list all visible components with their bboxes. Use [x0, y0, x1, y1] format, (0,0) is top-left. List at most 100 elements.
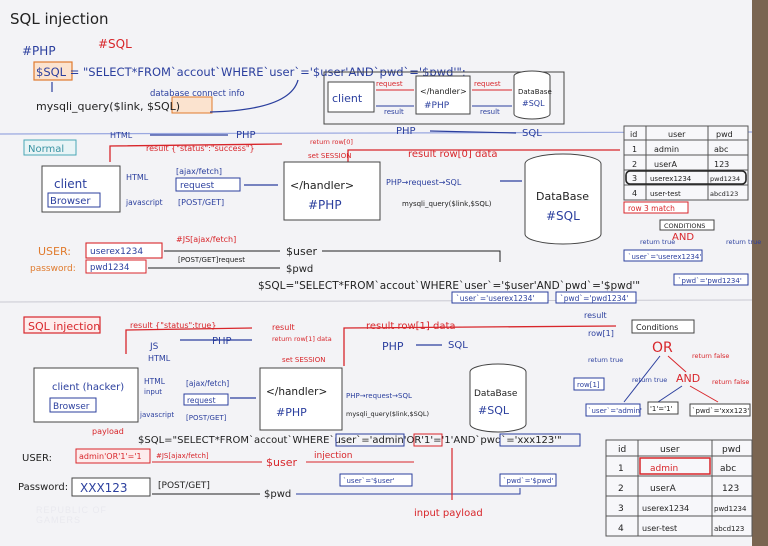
normal-section: Normal HTML PHP PHP SQL result {"status"…	[23, 126, 761, 304]
mini-request-1: request	[376, 80, 403, 88]
normal-handler: </handler>	[290, 179, 354, 192]
normal-result-status: result {"status":"success"}	[146, 144, 255, 153]
injection-js-ajax: #JS[ajax/fetch]	[156, 452, 209, 460]
injection-post-get: [POST/GET]	[186, 414, 227, 422]
injection-and: AND	[676, 372, 700, 385]
top-section: SQL injection #PHP #SQL $SQL = "SELECT*F…	[10, 10, 565, 125]
injection-user-user: `user`='$user'	[343, 477, 395, 485]
normal-database: DataBase	[536, 190, 589, 203]
injection-handler: </handler>	[266, 386, 327, 398]
normal-js-ajax: #JS[ajax/fetch]	[176, 235, 236, 244]
normal-php-right: PHP	[396, 126, 416, 137]
normal-ajax: [ajax/fetch]	[176, 167, 222, 176]
injection-javascript: javascript	[139, 411, 174, 419]
injection-row1-label: row[1]	[588, 329, 614, 338]
mini-result-2: result	[480, 108, 500, 116]
table2-header-id: id	[618, 445, 626, 455]
normal-html: HTML	[126, 173, 149, 182]
injection-user-label: USER:	[22, 453, 52, 464]
injection-post-get-2: [POST/GET]	[158, 481, 210, 491]
mini-request-2: request	[474, 80, 501, 88]
table1-cell: user-test	[650, 190, 681, 198]
injection-var-pwd: $pwd	[264, 489, 291, 500]
normal-client: client	[54, 177, 87, 191]
injection-result-row: result row[1] data	[366, 321, 456, 332]
injection-php-top: PHP	[212, 336, 232, 347]
injection-return-false-2: return false	[712, 378, 749, 386]
injection-return-true-2: return true	[632, 376, 667, 384]
normal-user-value: userex1234	[90, 247, 143, 257]
normal-result-row: result row[0] data	[408, 149, 498, 160]
injection-sql-line: $SQL="SELECT*FROM`accout`WHERE`user`='ad…	[138, 434, 562, 446]
injection-var-user: $user	[266, 456, 297, 469]
table2-cell: 4	[618, 524, 624, 534]
injection-conditions: Conditions	[636, 323, 678, 332]
injection-database: DataBase	[474, 389, 518, 399]
title-sql-injection: SQL injection	[10, 10, 109, 28]
injection-row1-box: row[1]	[577, 381, 600, 389]
mini-php: #PHP	[424, 101, 450, 111]
db-connect-info-label: database connect info	[150, 89, 245, 99]
injection-php-request-sql: PHP→request→SQL	[346, 392, 412, 400]
normal-html-top: HTML	[110, 131, 133, 140]
normal-sql-db: #SQL	[546, 209, 580, 223]
injection-pwd-xxx: `pwd`='xxx123'	[692, 407, 749, 415]
table2-cell: abcd123	[714, 525, 744, 533]
watermark-line2: GAMERS	[36, 515, 82, 525]
normal-browser: Browser	[50, 196, 91, 207]
normal-var-user: $user	[286, 245, 317, 258]
normal-conditions: CONDITIONS	[664, 222, 705, 230]
normal-password-label: password:	[30, 264, 76, 274]
injection-return-row-data: return row[1] data	[272, 335, 332, 343]
table2-cell: admin	[650, 464, 678, 474]
injection-or: OR	[652, 340, 673, 356]
table2-cell: 1	[618, 464, 624, 474]
normal-sql-line: $SQL="SELECT*FROM`accout`WHERE`user`='$u…	[258, 280, 640, 292]
normal-php-top: PHP	[236, 130, 256, 141]
normal-return-row: return row[0]	[310, 138, 353, 146]
table1-header-pwd: pwd	[716, 130, 733, 139]
tag-sql: #SQL	[98, 37, 132, 51]
normal-label: Normal	[28, 144, 64, 155]
table1-cell: admin	[654, 145, 679, 154]
users-table-top: id user pwd 1 admin abc 2 userA 123 3 us…	[623, 125, 749, 201]
table1-cell: 1	[632, 145, 637, 154]
injection-browser: Browser	[53, 402, 90, 412]
injection-section: SQL injection result {"status":true} JS …	[18, 311, 751, 519]
injection-request: request	[187, 396, 216, 405]
table2-cell: userA	[650, 484, 677, 494]
table1-header-id: id	[630, 130, 637, 139]
injection-result-2: result	[584, 311, 607, 320]
mysqli-query-line: mysqli_query($link, $SQL)	[36, 100, 180, 113]
tag-php: #PHP	[22, 44, 56, 58]
table2-header-user: user	[660, 445, 680, 455]
normal-mysqli: mysqli_query($link,$SQL)	[402, 200, 492, 208]
injection-php-handler: #PHP	[276, 406, 307, 419]
injection-return-true-1: return true	[588, 356, 623, 364]
table2-cell: user-test	[642, 524, 677, 533]
table1-cell: abcd123	[710, 190, 738, 198]
injection-user-admin: `user`='admin'	[588, 407, 642, 415]
injection-label: SQL injection	[28, 320, 100, 333]
injection-ajax: [ajax/fetch]	[186, 379, 229, 388]
injection-php-right: PHP	[382, 340, 404, 353]
normal-user-eq: `user`='userex1234'	[628, 253, 701, 261]
watermark-line1: REPUBLIC OF	[36, 505, 108, 515]
table2-cell: 123	[722, 484, 739, 494]
normal-post-get: [POST/GET]	[178, 198, 224, 207]
injection-mysqli: mysqli_query($link,$SQL)	[346, 410, 429, 418]
normal-password-value: pwd1234	[90, 263, 129, 273]
normal-user-box: `user`='userex1234'	[456, 294, 534, 303]
table1-cell: userA	[654, 160, 677, 169]
injection-password-label: Password:	[18, 482, 68, 493]
normal-row3-match: row 3 match	[628, 204, 675, 213]
injection-html: HTML	[144, 377, 166, 386]
injection-pwd-pwd: `pwd`='$pwd'	[503, 477, 553, 485]
normal-var-pwd: $pwd	[286, 264, 313, 275]
injection-result-status: result {"status":true}	[130, 321, 216, 330]
injection-sql-db: #SQL	[478, 404, 510, 417]
table2-cell: 2	[618, 484, 624, 494]
table1-cell: userex1234	[650, 175, 692, 183]
normal-pwd-eq: `pwd`='pwd1234'	[678, 277, 742, 285]
normal-set-session: set SESSION	[308, 152, 352, 160]
